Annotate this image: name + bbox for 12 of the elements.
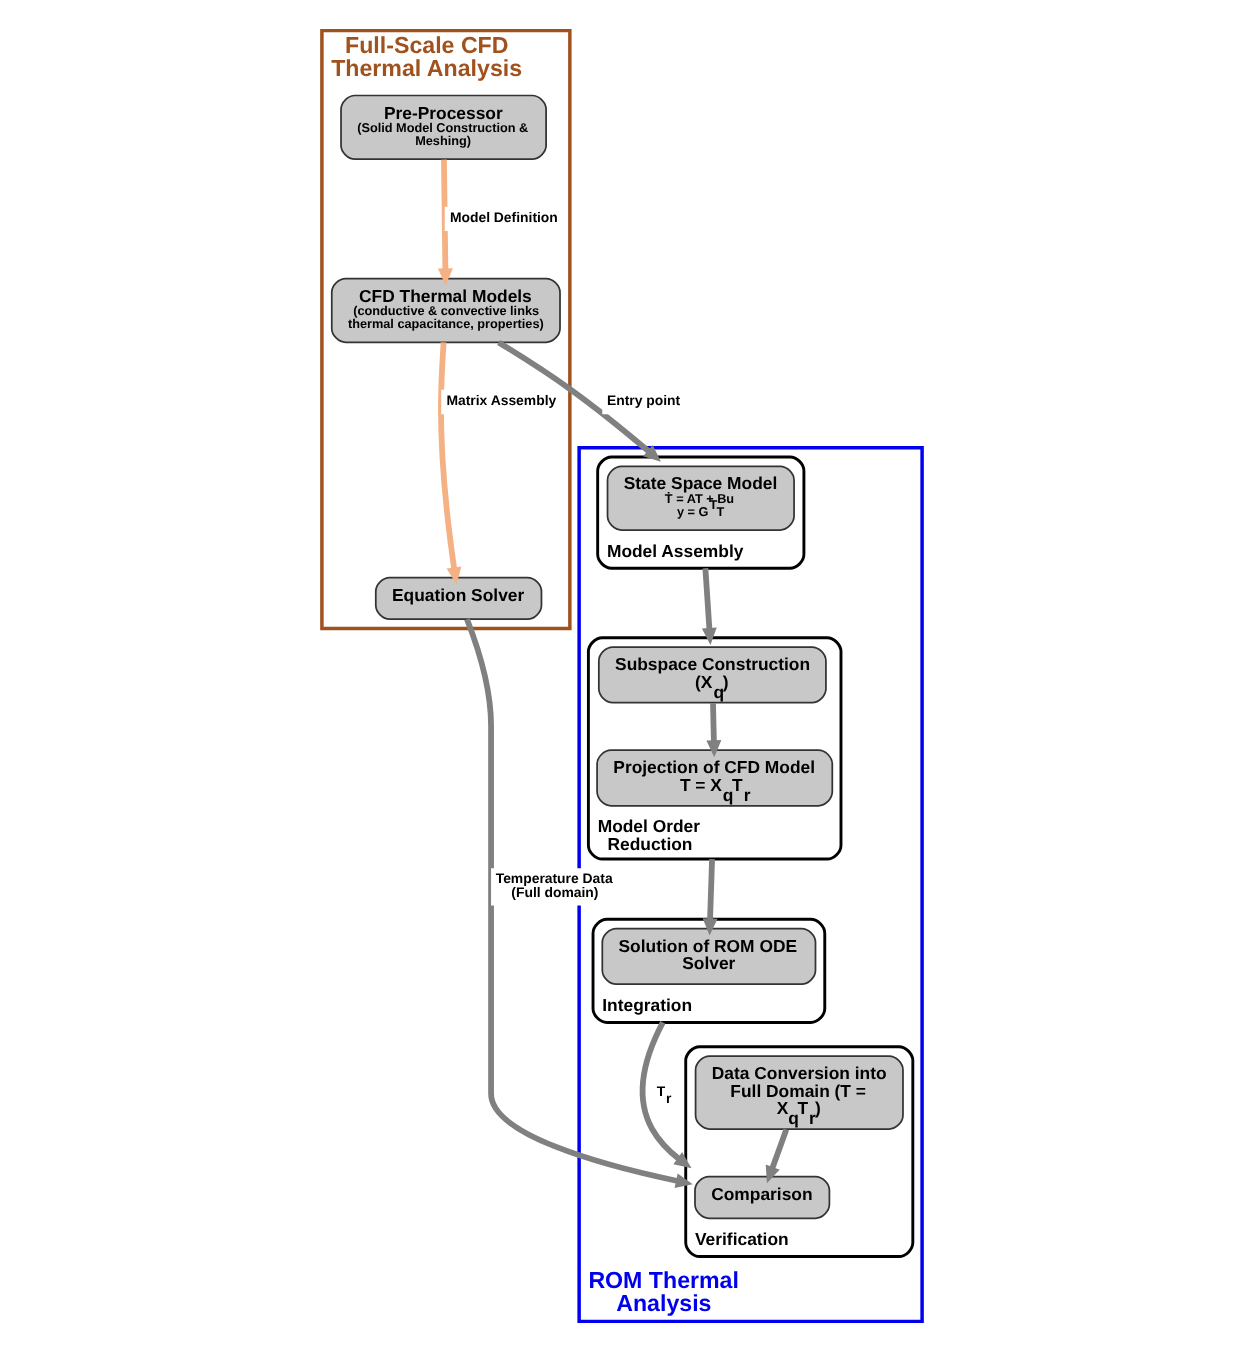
arrow	[496, 339, 660, 462]
node-box: Solution of ROM ODE Solver	[600, 927, 816, 986]
arrow	[705, 702, 721, 758]
node-box: Equation Solver	[373, 576, 542, 621]
arrow	[638, 1021, 691, 1169]
arrow	[436, 159, 452, 286]
node-box: Comparison	[693, 1175, 830, 1220]
arrow	[463, 618, 692, 1189]
arrow	[437, 342, 461, 585]
arrow	[700, 568, 716, 645]
arrow	[764, 1128, 789, 1184]
arrow	[701, 859, 717, 936]
